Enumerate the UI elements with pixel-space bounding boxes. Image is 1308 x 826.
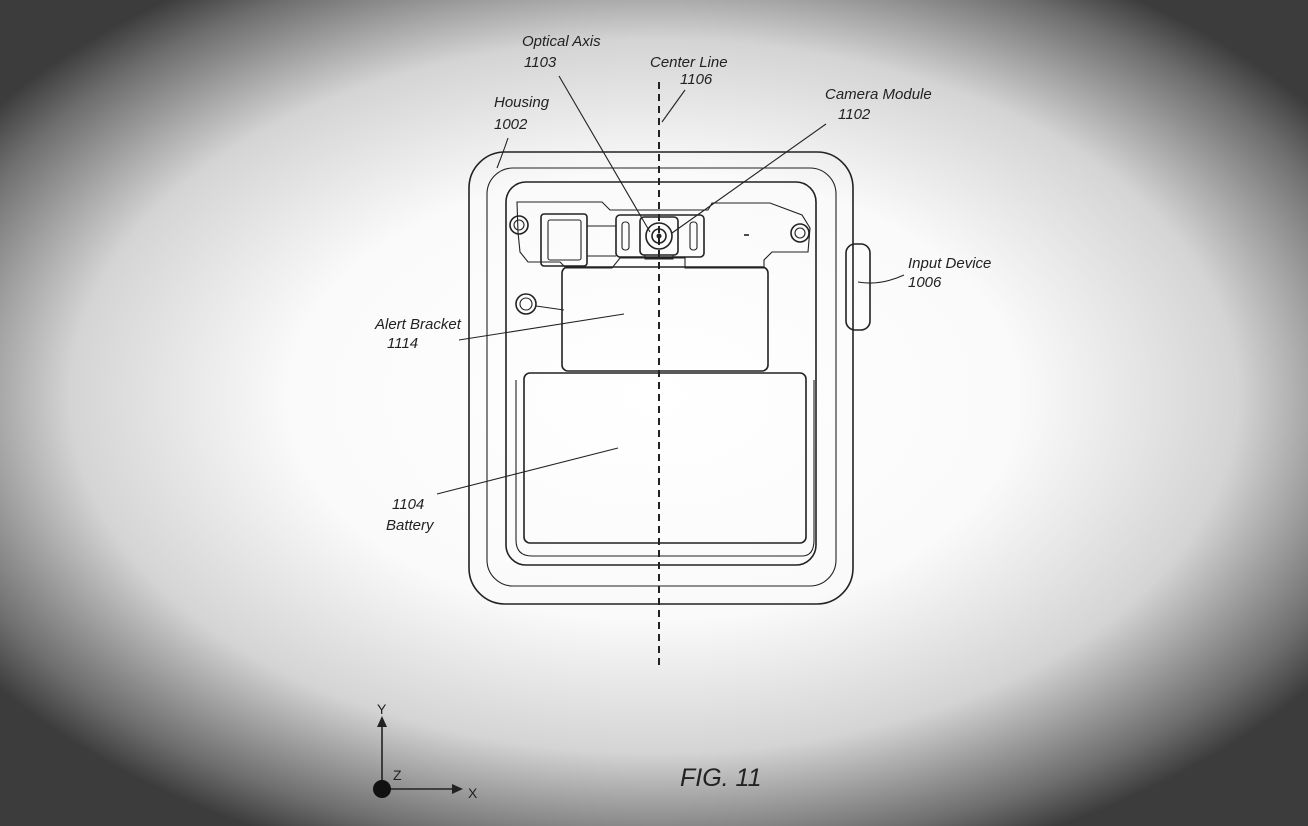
axis-y-arrow xyxy=(377,716,387,727)
leader-center-line xyxy=(661,89,686,123)
leader-housing xyxy=(496,137,509,169)
screw-left-mid xyxy=(515,293,537,315)
leader-optical-axis xyxy=(558,75,651,233)
leader-input-device xyxy=(857,274,905,284)
alert-bracket xyxy=(561,266,769,372)
leader-camera-module xyxy=(671,123,827,234)
screw-top-left xyxy=(509,215,529,235)
housing-inner xyxy=(486,167,837,587)
axis-z-origin xyxy=(373,780,391,798)
axis-y-label: Y xyxy=(377,701,387,717)
screw-left-mid-inner xyxy=(519,297,533,311)
label-camera-module-name: Camera Module xyxy=(825,86,932,103)
screw-top-right-inner xyxy=(794,227,806,239)
label-optical-axis-name: Optical Axis xyxy=(522,33,601,50)
label-battery-name: Battery xyxy=(386,517,435,534)
camera-slot-right xyxy=(689,221,698,251)
axis-x-label: X xyxy=(468,785,478,801)
camera-slot-left xyxy=(621,221,630,251)
inner-cavity xyxy=(505,181,817,566)
camera-lens-center xyxy=(656,233,662,239)
leader-alert-bracket xyxy=(458,313,625,341)
label-input-device-name: Input Device xyxy=(908,255,991,272)
flex-cable xyxy=(587,225,616,257)
camera-lens-base xyxy=(644,254,674,260)
label-alert-bracket-name: Alert Bracket xyxy=(374,316,462,333)
battery-tray xyxy=(515,380,815,557)
top-bracket xyxy=(516,201,811,269)
label-alert-bracket-ref: 1114 xyxy=(387,335,418,352)
axis-z-label: Z xyxy=(393,767,402,783)
flex-connector xyxy=(540,213,588,267)
camera-lens-outer xyxy=(645,222,673,250)
screw-top-right xyxy=(790,223,810,243)
battery xyxy=(523,372,807,544)
housing-outer xyxy=(468,151,854,605)
label-input-device-ref: 1006 xyxy=(908,274,942,291)
flex-connector-inner xyxy=(547,219,582,261)
axis-x-arrow xyxy=(452,784,463,794)
input-device xyxy=(845,243,871,331)
label-housing-name: Housing xyxy=(494,94,550,111)
label-center-line-ref: 1106 xyxy=(680,71,713,88)
leader-battery xyxy=(436,447,619,495)
label-housing-ref: 1002 xyxy=(494,116,528,133)
label-battery-ref: 1104 xyxy=(392,496,424,513)
label-center-line-name: Center Line xyxy=(650,54,728,71)
label-camera-module-ref: 1102 xyxy=(838,106,871,123)
label-optical-axis-ref: 1103 xyxy=(524,54,557,71)
figure-title: FIG. 11 xyxy=(680,764,762,792)
screw-left-mid-tab xyxy=(535,305,565,311)
screw-top-left-inner xyxy=(513,219,525,231)
